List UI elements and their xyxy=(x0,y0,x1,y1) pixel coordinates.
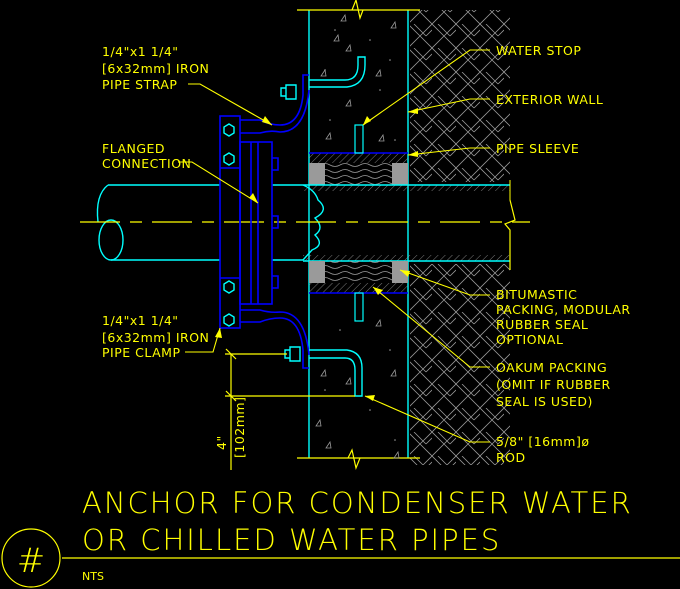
bitumastic-label-line3: RUBBER SEAL xyxy=(496,317,588,332)
pipe-sleeve-label: PIPE SLEEVE xyxy=(496,141,579,156)
title-line2: OR CHILLED WATER PIPES xyxy=(82,523,501,557)
oakum-label-line3: SEAL IS USED) xyxy=(496,394,593,409)
clamp-label-line1: 1/4"x1 1/4" xyxy=(102,313,179,328)
bitumastic-label-line1: BITUMASTIC xyxy=(496,287,577,302)
pipe-sleeve xyxy=(303,152,510,294)
pipe xyxy=(96,180,516,270)
title-line1: ANCHOR FOR CONDENSER WATER xyxy=(82,486,633,520)
concrete-wall xyxy=(297,0,420,471)
strap-label-line1: 1/4"x1 1/4" xyxy=(102,44,179,59)
dimension-4in xyxy=(225,348,355,470)
pipe-clamp xyxy=(240,309,363,397)
pipe-strap xyxy=(240,56,366,134)
flanged-label-line2: CONNECTION xyxy=(102,156,191,171)
dimension-label-mm: [102mm] xyxy=(232,397,247,458)
water-stop xyxy=(354,124,364,154)
bitumastic-label-line2: PACKING, MODULAR xyxy=(496,302,631,317)
strap-label-line3: PIPE STRAP xyxy=(102,77,177,92)
oakum-label-line1: OAKUM PACKING xyxy=(496,360,607,375)
clamp-label-line2: [6x32mm] IRON xyxy=(102,330,209,345)
leader-arrows xyxy=(215,108,418,401)
water-stop-label: WATER STOP xyxy=(496,43,581,58)
detail-bubble xyxy=(1,528,61,588)
scale-note: NTS xyxy=(82,570,104,583)
strap-label-line2: [6x32mm] IRON xyxy=(102,61,209,76)
rod-label-line1: 5/8" [16mm]ø xyxy=(496,434,590,449)
flanged-label-line1: FLANGED xyxy=(102,141,165,156)
leaders xyxy=(178,49,490,443)
detail-number: # xyxy=(17,541,46,581)
flanged-connection xyxy=(219,115,279,329)
oakum-label-line2: (OMIT IF RUBBER xyxy=(496,377,611,392)
bitumastic-label-line4: OPTIONAL xyxy=(496,332,563,347)
clamp-label-line3: PIPE CLAMP xyxy=(102,345,181,360)
rod-label-line2: ROD xyxy=(496,450,526,465)
dimension-label-in: 4" xyxy=(214,435,229,450)
exterior-wall-label: EXTERIOR WALL xyxy=(496,92,603,107)
